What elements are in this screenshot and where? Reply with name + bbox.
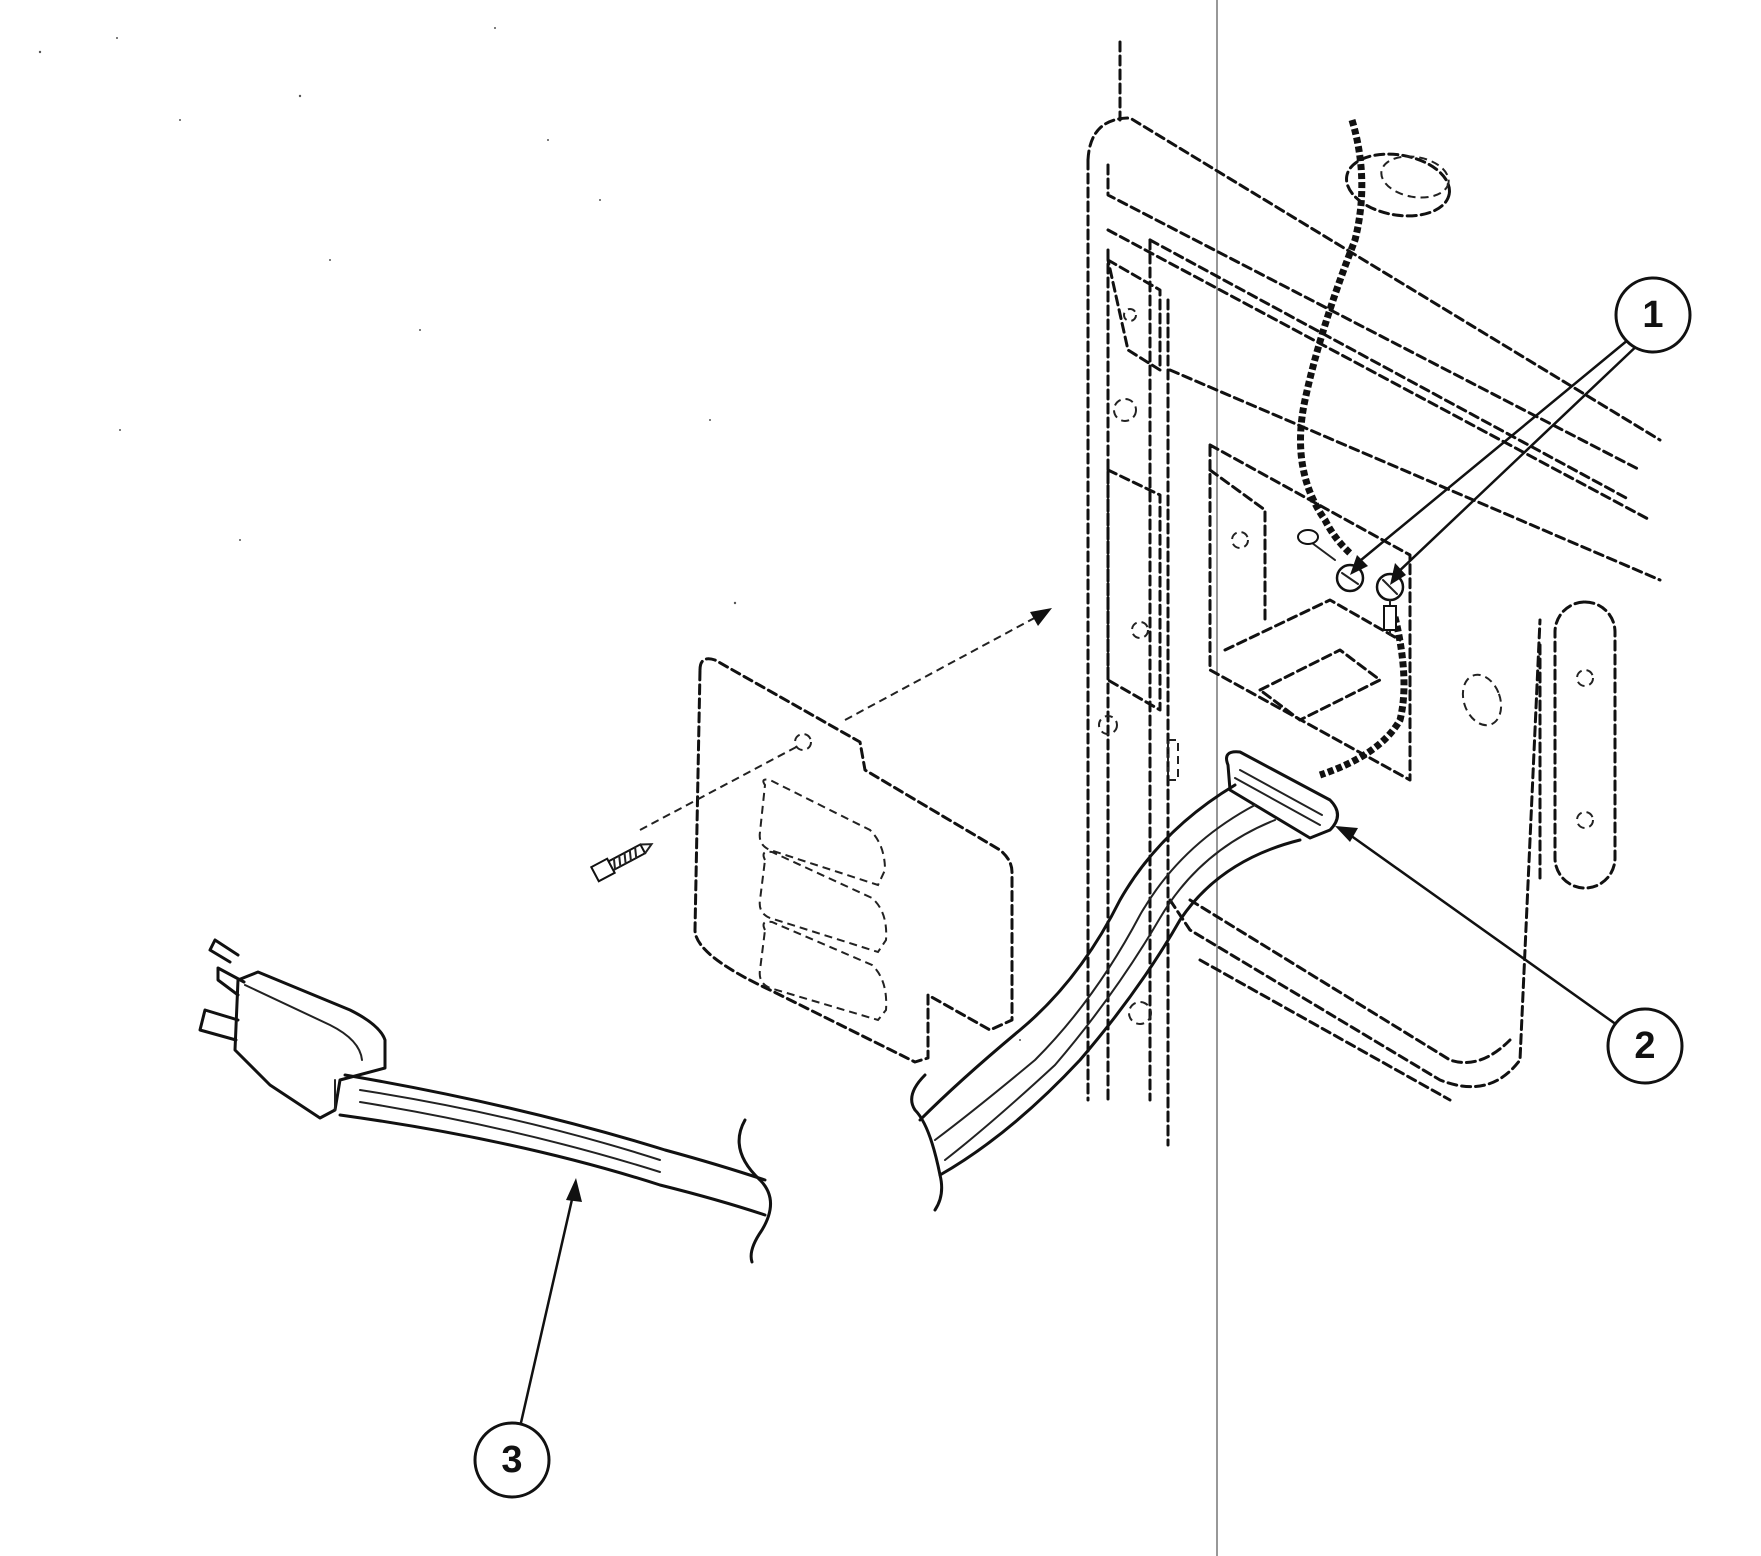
scan-specks	[38, 27, 1021, 1041]
callout-circle	[473, 1421, 551, 1499]
cabinet-rear-panel	[1086, 40, 1662, 1147]
callout-1: 1	[1350, 276, 1692, 585]
installed-power-cord	[910, 783, 1302, 1212]
terminal-screws	[1297, 529, 1405, 636]
power-cord	[338, 1073, 772, 1264]
power-plug-icon	[198, 938, 387, 1120]
internal-wires	[1297, 118, 1408, 779]
callout-circle	[1614, 276, 1692, 354]
callout-label-1: 1	[1642, 294, 1663, 336]
terminal-screw-icon	[1297, 529, 1365, 593]
callout-2: 2	[1335, 826, 1684, 1085]
callout-label-3: 3	[501, 1439, 522, 1481]
screw-icon	[589, 744, 801, 883]
cover-plate-icon	[693, 657, 1014, 1064]
callout-circle	[1606, 1007, 1684, 1085]
assembly-direction-arrow	[844, 608, 1052, 721]
callout-label-2: 2	[1634, 1025, 1655, 1067]
callout-3: 3	[473, 1178, 582, 1499]
strain-relief-bushing-icon	[1225, 750, 1339, 840]
